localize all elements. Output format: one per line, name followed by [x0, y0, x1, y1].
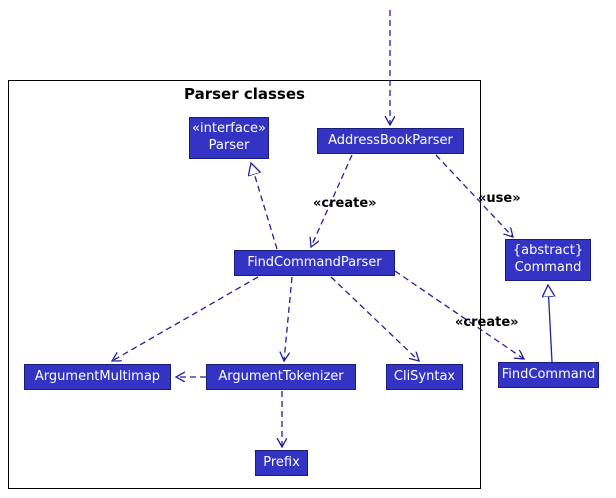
class-command: {abstract} Command	[505, 239, 591, 281]
class-command-name: Command	[514, 260, 582, 275]
class-findcommand-name: FindCommand	[501, 366, 596, 382]
diagram-title: Parser classes	[184, 85, 305, 103]
class-argumenttokenizer: ArgumentTokenizer	[206, 364, 356, 390]
class-prefix: Prefix	[255, 450, 308, 476]
edge-label-create-top: «create»	[313, 196, 377, 211]
class-prefix-name: Prefix	[263, 454, 300, 470]
class-argumentmultimap-name: ArgumentMultimap	[34, 368, 161, 384]
class-findcommandparser-name: FindCommandParser	[247, 254, 382, 270]
class-parser-name: Parser	[208, 138, 250, 153]
class-addressbookparser-name: AddressBookParser	[328, 132, 453, 148]
class-addressbookparser: AddressBookParser	[317, 128, 464, 154]
class-clisyntax-name: CliSyntax	[393, 368, 456, 384]
edge-label-use: «use»	[478, 191, 521, 206]
class-clisyntax: CliSyntax	[386, 364, 463, 390]
edge-findcommand-extends-command	[548, 285, 552, 363]
class-argumenttokenizer-name: ArgumentTokenizer	[218, 368, 344, 384]
class-parser-stereotype: «interface»	[192, 121, 266, 137]
class-findcommand: FindCommand	[498, 362, 599, 388]
edge-label-create-bottom: «create»	[455, 315, 519, 330]
class-argumentmultimap: ArgumentMultimap	[24, 364, 171, 390]
class-command-stereotype: {abstract}	[512, 243, 584, 259]
class-parser: «interface» Parser	[189, 117, 269, 159]
class-findcommandparser: FindCommandParser	[234, 250, 395, 276]
